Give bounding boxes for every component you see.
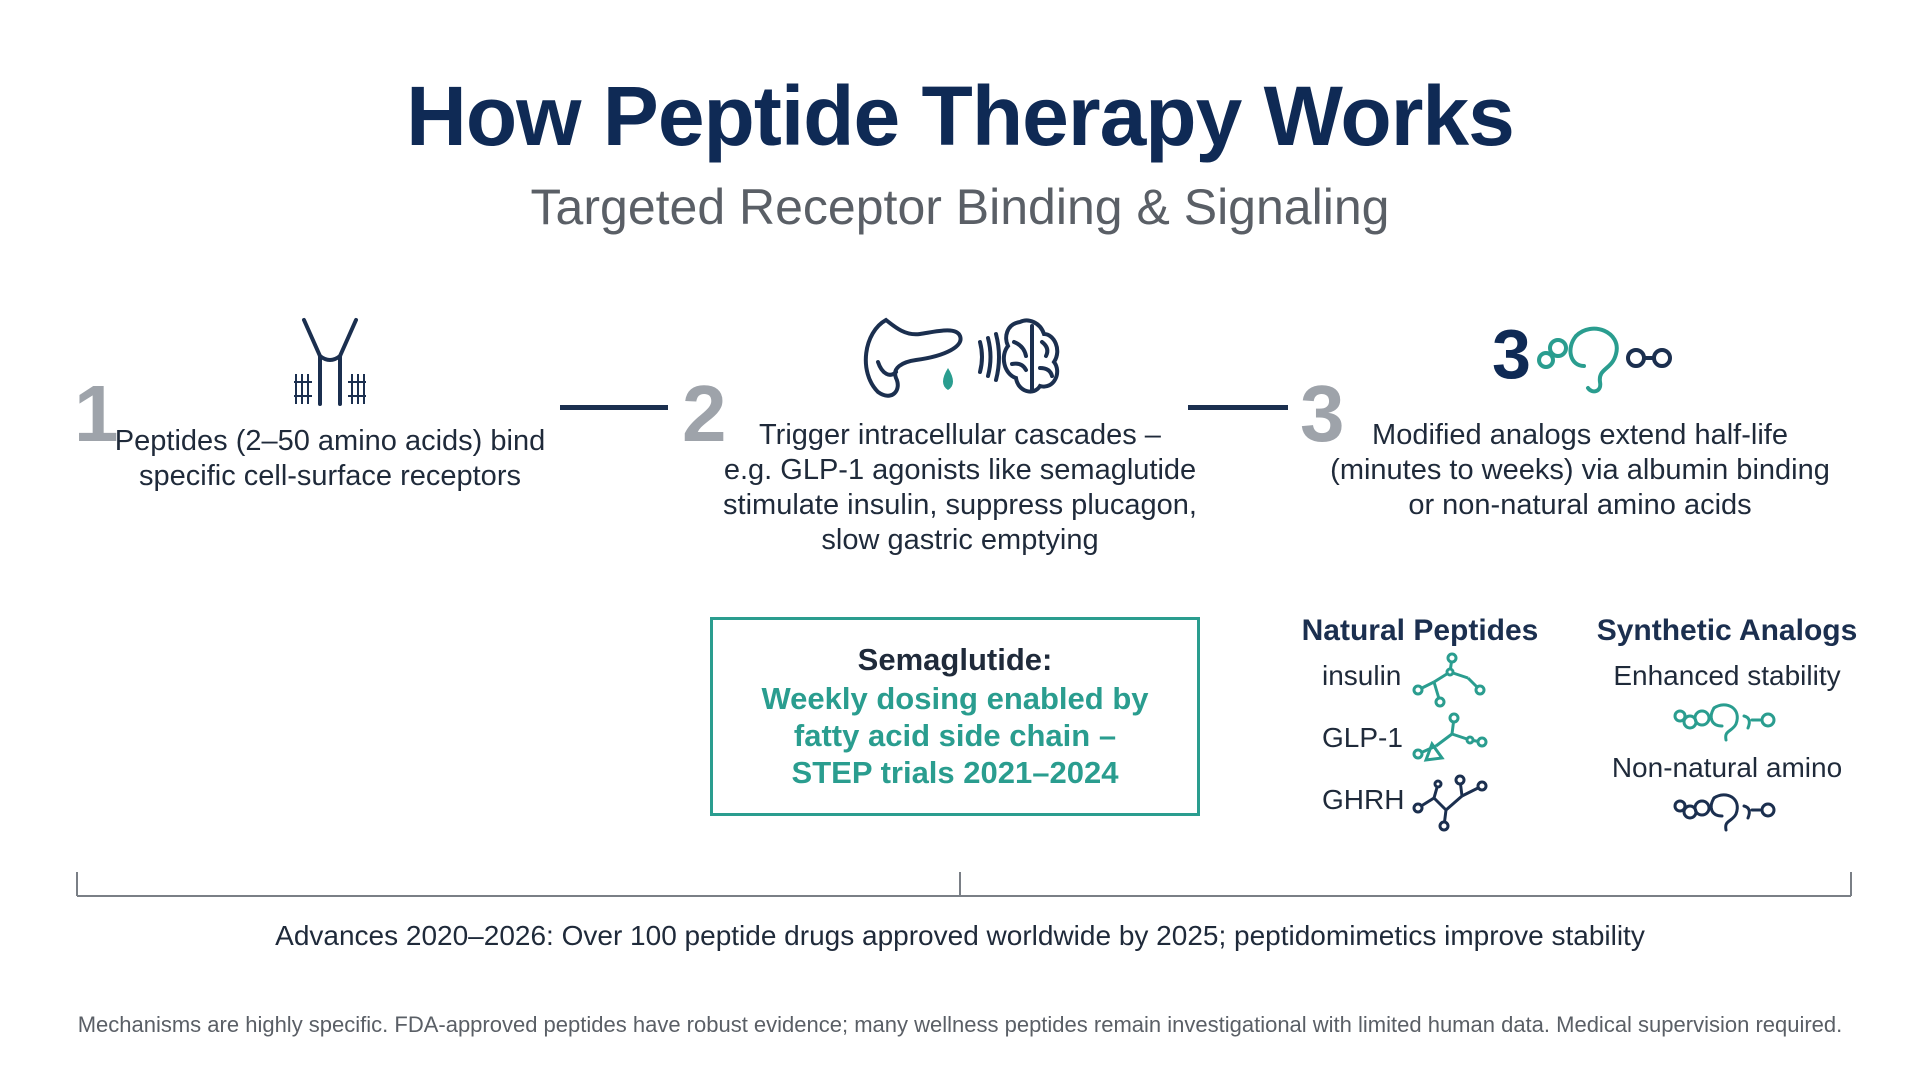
glp1-molecule-icon bbox=[1412, 712, 1488, 762]
ghrh-molecule-icon bbox=[1412, 774, 1488, 832]
disclaimer-footnote: Mechanisms are highly specific. FDA-appr… bbox=[77, 1012, 1843, 1037]
timeline-bracket bbox=[76, 872, 1852, 897]
step-3-line: (minutes to weeks) via albumin binding bbox=[1330, 454, 1830, 486]
non-natural-amino-icon bbox=[1673, 793, 1776, 832]
step-1-description: Peptides (2–50 amino acids) bind specifi… bbox=[110, 424, 550, 494]
peptide-label-glp1: GLP-1 bbox=[1322, 722, 1403, 753]
analog-label-non-natural-amino: Non-natural amino bbox=[1611, 752, 1843, 783]
step-2-line: Trigger intracellular cascades – bbox=[759, 419, 1161, 451]
step-1-line: specific cell-surface receptors bbox=[139, 460, 521, 492]
insulin-molecule-icon bbox=[1412, 652, 1486, 708]
step-3-number: 3 bbox=[1300, 369, 1345, 458]
step-2-line: slow gastric emptying bbox=[821, 524, 1099, 556]
semaglutide-callout: Semaglutide: Weekly dosing enabled by fa… bbox=[710, 617, 1200, 816]
step-1-number: 1 bbox=[74, 369, 119, 458]
step-2-line: stimulate insulin, suppress plucagon, bbox=[723, 489, 1197, 521]
step-3-icon-number: 3 bbox=[1492, 315, 1531, 393]
callout-body: Weekly dosing enabled by fatty acid side… bbox=[713, 680, 1197, 791]
advances-text: Advances 2020–2026: Over 100 peptide dru… bbox=[275, 920, 1645, 951]
modified-peptide-icon bbox=[1537, 326, 1672, 394]
callout-title: Semaglutide: bbox=[857, 642, 1053, 677]
enhanced-stability-icon bbox=[1673, 703, 1776, 742]
callout-line: fatty acid side chain – bbox=[793, 718, 1117, 753]
page-title: How Peptide Therapy Works bbox=[406, 69, 1515, 163]
step-2-number: 2 bbox=[682, 369, 727, 458]
callout-line: Weekly dosing enabled by bbox=[761, 681, 1149, 716]
connector-1-2 bbox=[560, 405, 668, 410]
peptide-label-ghrh: GHRH bbox=[1322, 784, 1405, 815]
step-3-description: Modified analogs extend half-life (minut… bbox=[1330, 418, 1830, 523]
natural-peptides-heading: Natural Peptides bbox=[1301, 614, 1539, 647]
receptor-icon bbox=[294, 318, 366, 406]
step-3-line: Modified analogs extend half-life bbox=[1372, 419, 1788, 451]
connector-2-3 bbox=[1188, 405, 1288, 410]
step-2-line: e.g. GLP-1 agonists like semaglutide bbox=[723, 454, 1197, 486]
page-subtitle: Targeted Receptor Binding & Signaling bbox=[530, 179, 1390, 235]
callout-line: STEP trials 2021–2024 bbox=[791, 755, 1119, 790]
synthetic-analogs-heading: Synthetic Analogs bbox=[1596, 614, 1858, 647]
pancreas-brain-icon bbox=[863, 317, 1060, 398]
peptide-label-insulin: insulin bbox=[1322, 660, 1402, 691]
step-1-line: Peptides (2–50 amino acids) bind bbox=[114, 425, 546, 457]
step-2-description: Trigger intracellular cascades – e.g. GL… bbox=[700, 418, 1220, 558]
analog-label-enhanced-stability: Enhanced stability bbox=[1613, 660, 1841, 691]
step-3-line: or non-natural amino acids bbox=[1408, 489, 1752, 521]
